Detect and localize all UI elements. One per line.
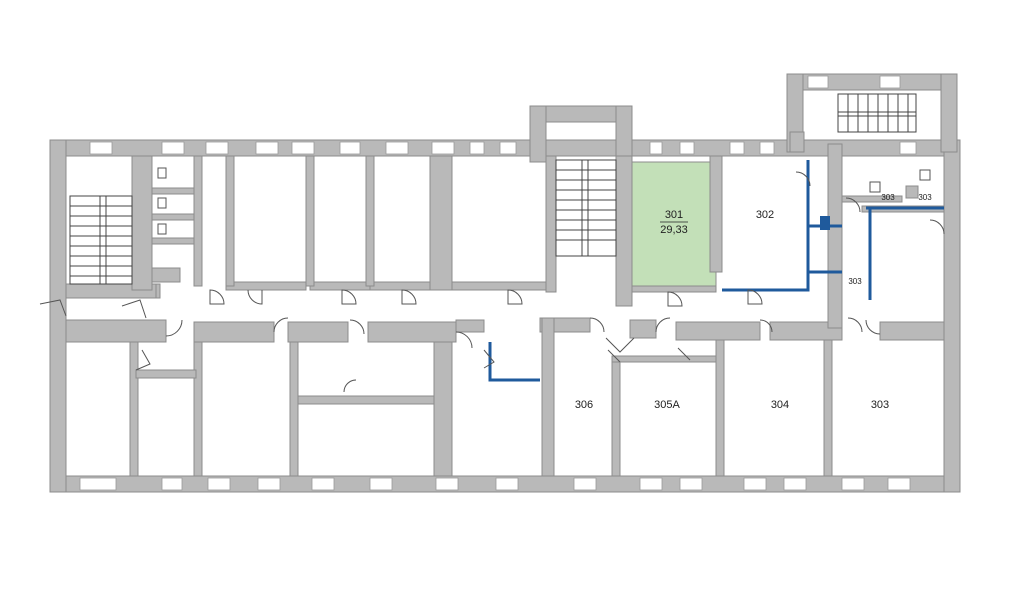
room-303-wc-b-number: 303 <box>918 193 932 202</box>
sanitary-fixtures <box>157 167 931 235</box>
staircase-center <box>555 159 617 257</box>
room-302-number: 302 <box>756 209 774 221</box>
staircase-left <box>69 195 133 285</box>
new-partitions <box>488 160 944 382</box>
windows <box>79 75 917 491</box>
staircase-top-right <box>837 93 917 133</box>
room-303-hall-number: 303 <box>848 277 862 286</box>
room-301-area: 29,33 <box>660 224 688 236</box>
interior-walls <box>65 131 945 477</box>
room-301-number: 301 <box>665 209 683 221</box>
room-306-number: 306 <box>575 399 593 411</box>
room-305a-number: 305А <box>654 399 680 411</box>
room-304-number: 304 <box>771 399 789 411</box>
room-303-wc-a-number: 303 <box>881 193 895 202</box>
room-labels: 301 29,33 302 306 305А 304 303 303 303 3… <box>575 193 932 411</box>
room-303-number: 303 <box>871 399 889 411</box>
doors <box>39 171 945 393</box>
